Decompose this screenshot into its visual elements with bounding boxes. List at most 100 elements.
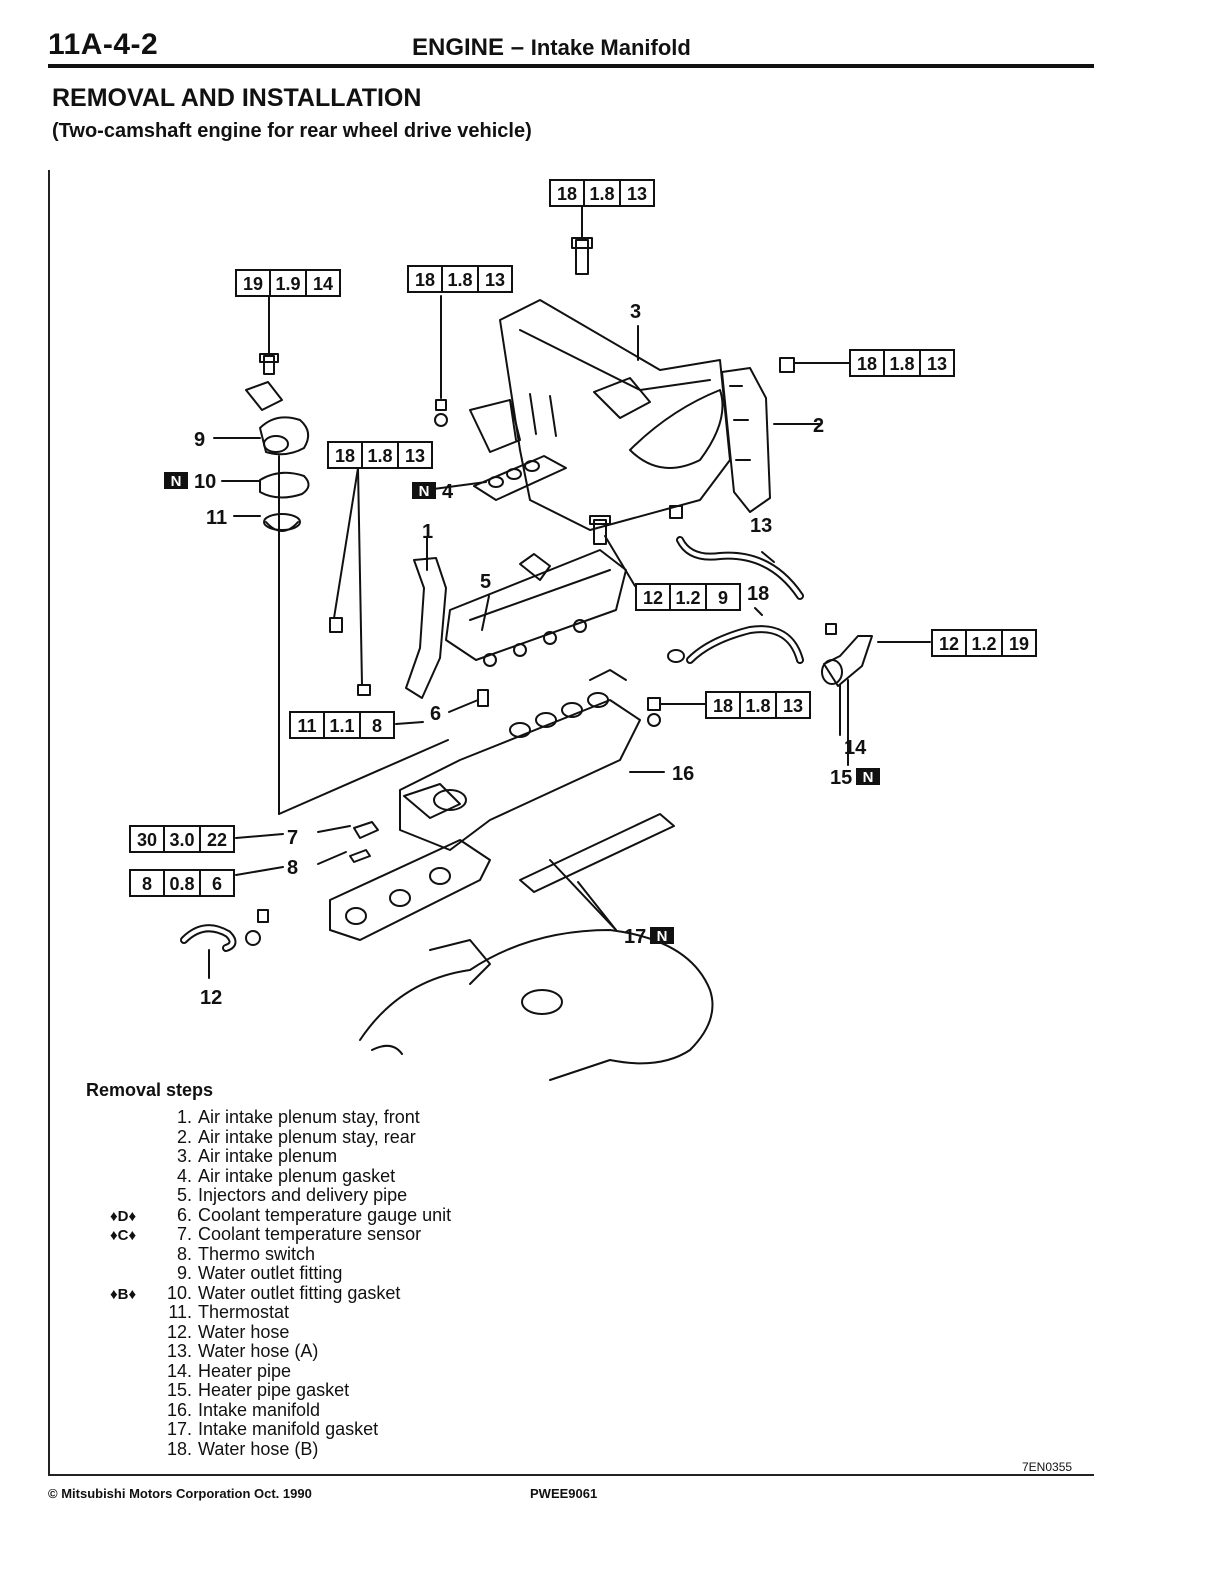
step-number: 10. xyxy=(166,1282,192,1303)
new-part-badge-bg xyxy=(650,927,674,944)
step-number: 8. xyxy=(176,1243,192,1264)
callout-number: 11 xyxy=(206,507,227,529)
bottom-rule xyxy=(48,1474,1094,1476)
step-number: 3. xyxy=(176,1146,192,1166)
step-5: 5. Injectors and delivery pipe xyxy=(110,1185,451,1206)
header-engine: ENGINE xyxy=(412,34,505,61)
torque-value: 1.2 xyxy=(675,588,700,608)
step-text: Water outlet fitting xyxy=(198,1263,343,1283)
step-text: Thermo switch xyxy=(198,1243,316,1264)
step-text: Air intake plenum stay, front xyxy=(198,1107,420,1127)
section-title: REMOVAL AND INSTALLATION xyxy=(52,84,422,112)
torque-value: 14 xyxy=(313,274,333,294)
step-text: Injectors and delivery pipe xyxy=(198,1185,408,1205)
document-code: PWEE9061 xyxy=(530,1486,598,1501)
torque-value: 6 xyxy=(212,874,222,894)
callout-number: 13 xyxy=(750,515,772,537)
step-text: Heater pipe gasket xyxy=(198,1380,350,1400)
step-4: 4.Air intake plenum gasket xyxy=(110,1165,451,1187)
step-15: 15.Heater pipe gasket xyxy=(110,1380,451,1401)
step-mark: ♦C♦ xyxy=(110,1227,137,1244)
step-text: Air intake plenum gasket xyxy=(198,1165,396,1186)
step-text: Water hose (B) xyxy=(198,1438,319,1459)
new-part-letter: N xyxy=(419,483,430,500)
step-text: Air intake plenum stay, rear xyxy=(198,1126,416,1147)
callout-number: 3 xyxy=(630,301,641,323)
callout-number: 4 xyxy=(442,481,454,503)
header-subtitle: Intake Manifold xyxy=(530,35,691,60)
torque-value: 1.8 xyxy=(589,184,614,204)
step-number: 2. xyxy=(176,1126,192,1147)
torque-value: 8 xyxy=(372,716,382,736)
torque-cell-frame xyxy=(919,349,955,377)
new-part-badge-bg xyxy=(164,472,188,489)
step-text: Water hose xyxy=(198,1321,290,1342)
callout-number: 18 xyxy=(747,583,769,605)
torque-cell-frame xyxy=(199,825,235,853)
callout-number: 7 xyxy=(287,827,298,849)
step-mark: ♦B♦ xyxy=(110,1285,137,1303)
torque-cell-frame xyxy=(1001,629,1037,657)
torque-value: 13 xyxy=(783,696,803,716)
step-number: 11. xyxy=(168,1302,192,1322)
step-16: 16.Intake manifold xyxy=(110,1400,451,1421)
torque-value: 9 xyxy=(718,588,728,608)
callout-number: 17 xyxy=(624,926,646,948)
step-number: 17. xyxy=(166,1419,192,1439)
torque-value: 18 xyxy=(415,270,435,290)
removal-steps-title: Removal steps xyxy=(86,1080,214,1100)
callout-number: 16 xyxy=(672,763,694,785)
step-11: 11.Thermostat xyxy=(110,1302,451,1323)
torque-value: 11 xyxy=(297,716,316,736)
torque-value: 1.1 xyxy=(329,716,354,736)
callout-number: 6 xyxy=(430,703,441,725)
step-text: Air intake plenum xyxy=(198,1146,338,1166)
step-7: ♦C♦7.Coolant temperature sensor xyxy=(110,1224,451,1245)
torque-value: 18 xyxy=(713,696,733,716)
step-text: Water outlet fitting gasket xyxy=(198,1282,401,1303)
exploded-view-diagram: 181.813191.914181.813181.813181.813121.2… xyxy=(129,179,1037,1081)
callout-number: 8 xyxy=(287,857,298,879)
callout-number: 2 xyxy=(813,415,824,437)
step-number: 13. xyxy=(166,1341,192,1361)
callout-number: 14 xyxy=(844,737,867,759)
step-number: 5. xyxy=(176,1185,192,1205)
torque-value: 1.8 xyxy=(367,446,392,466)
torque-cell-frame xyxy=(705,583,741,611)
new-part-badge-bg xyxy=(412,482,436,499)
step-number: 6. xyxy=(176,1204,192,1225)
torque-cell-frame xyxy=(931,629,967,657)
torque-value: 19 xyxy=(1009,634,1029,654)
step-number: 18. xyxy=(166,1438,192,1459)
torque-cell-frame xyxy=(635,583,671,611)
torque-value: 12 xyxy=(939,634,959,654)
new-part-badge-bg xyxy=(856,768,880,785)
step-17: 17.Intake manifold gasket xyxy=(110,1419,451,1440)
step-18: 18. Water hose (B) xyxy=(110,1438,451,1460)
step-6: ♦D♦6.Coolant temperature gauge unit xyxy=(110,1204,451,1226)
new-part-letter: N xyxy=(863,769,874,786)
torque-value: 30 xyxy=(137,830,157,850)
step-1: 1.Air intake plenum stay, front xyxy=(110,1107,451,1128)
step-14: 14.Heater pipe xyxy=(110,1361,451,1382)
torque-value: 22 xyxy=(207,830,227,850)
step-10: ♦B♦ 10. Water outlet fitting gasket xyxy=(110,1282,451,1304)
torque-value: 1.8 xyxy=(447,270,472,290)
torque-value: 13 xyxy=(627,184,647,204)
torque-cell-frame xyxy=(361,441,399,469)
torque-cell-frame xyxy=(669,583,707,611)
step-12: 12.Water hose xyxy=(110,1321,451,1343)
torque-value: 1.9 xyxy=(275,274,300,294)
torque-value: 1.2 xyxy=(971,634,996,654)
callout-number: 5 xyxy=(480,571,491,593)
callout-number: 10 xyxy=(194,471,216,493)
copyright: © Mitsubishi Motors Corporation Oct. 199… xyxy=(48,1486,312,1501)
torque-value: 8 xyxy=(142,874,152,894)
torque-spec-box: 12 1.2 19 xyxy=(931,629,1037,657)
header-rule xyxy=(48,64,1094,68)
